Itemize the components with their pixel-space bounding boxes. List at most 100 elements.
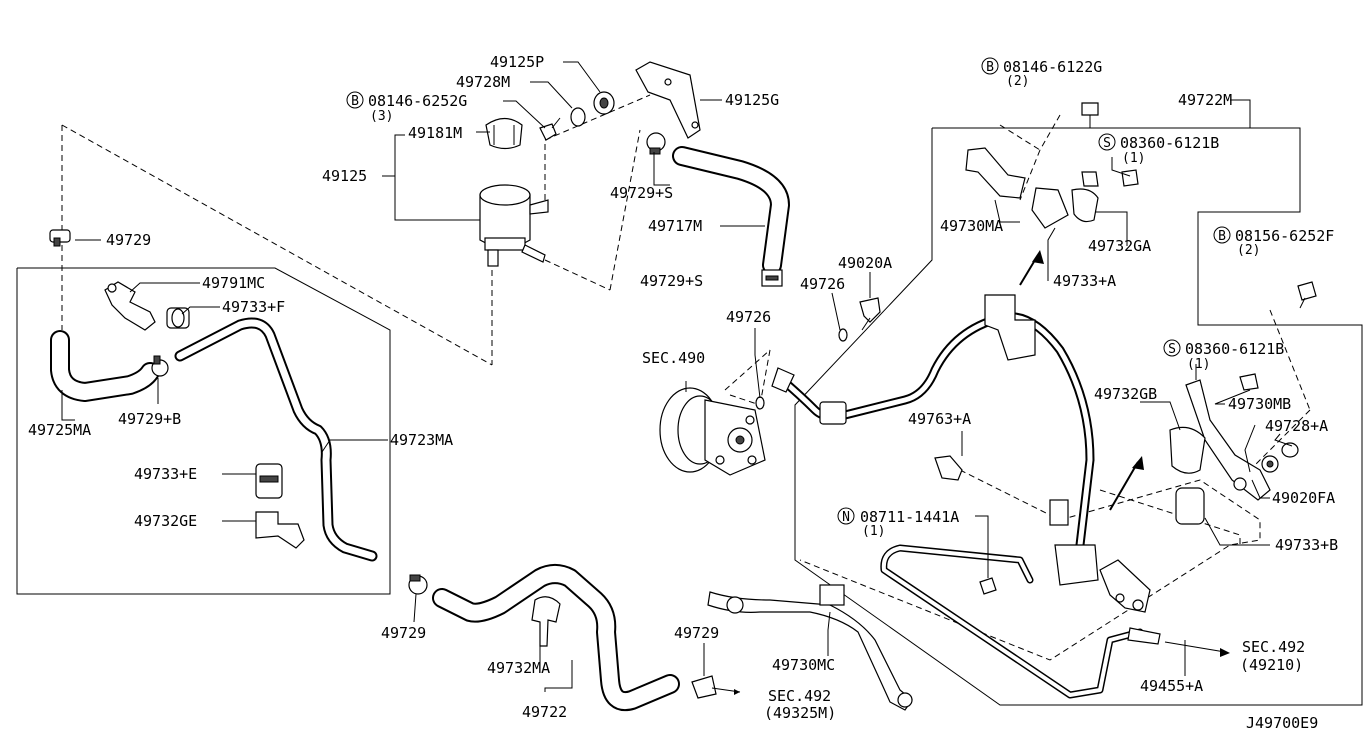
svg-text:B: B bbox=[986, 60, 994, 75]
label-49728M: 49728M bbox=[456, 73, 510, 91]
label-08360-6121B-lower: 08360-6121B bbox=[1185, 340, 1284, 358]
label-49730MA: 49730MA bbox=[940, 217, 1003, 235]
label-49455A: 49455+A bbox=[1140, 677, 1203, 695]
label-08360-6121B-upper-qty: (1) bbox=[1122, 151, 1145, 166]
tube-lower bbox=[880, 544, 1161, 699]
label-49729B: 49729+B bbox=[118, 410, 181, 428]
label-49728A: 49728+A bbox=[1265, 417, 1328, 435]
svg-text:N: N bbox=[842, 510, 850, 525]
clamp-49729-mid bbox=[408, 574, 428, 595]
label-49730MC: 49730MC bbox=[772, 656, 835, 674]
label-sec490: SEC.490 bbox=[642, 349, 705, 367]
grommet-49125P bbox=[593, 91, 615, 115]
clamp-49729-top bbox=[49, 229, 71, 247]
label-49733E: 49733+E bbox=[134, 465, 197, 483]
clip-49732GB bbox=[1169, 426, 1206, 474]
label-08360-6121B-lower-qty: (1) bbox=[1187, 357, 1210, 372]
label-49732GA: 49732GA bbox=[1088, 237, 1151, 255]
svg-text:S: S bbox=[1168, 342, 1176, 357]
label-08146-6122G: 08146-6122G bbox=[1003, 58, 1102, 76]
marker-s-08360-upper: S bbox=[1098, 133, 1116, 151]
arrow-up-lower bbox=[1109, 456, 1144, 511]
clamp-49729S-upper bbox=[646, 132, 666, 155]
label-49729-low: 49729 bbox=[674, 624, 719, 642]
bracket-49730MB bbox=[1185, 379, 1271, 501]
marker-n-08711: N bbox=[837, 507, 855, 525]
label-49729S-upper: 49729+S bbox=[610, 184, 673, 202]
pipe-49723MA bbox=[174, 317, 378, 562]
leader-lines bbox=[61, 61, 1293, 692]
label-sec492-left-ref: (49325M) bbox=[764, 704, 836, 722]
dashed-guides bbox=[61, 94, 1311, 661]
label-49732GB: 49732GB bbox=[1094, 385, 1157, 403]
label-sec492-left: SEC.492 bbox=[768, 687, 831, 705]
label-49733B: 49733+B bbox=[1275, 536, 1338, 554]
label-49125: 49125 bbox=[322, 167, 367, 185]
marker-s-08360-lower: S bbox=[1163, 339, 1181, 357]
label-49726-upper: 49726 bbox=[800, 275, 845, 293]
diagram-id: J49700E9 bbox=[1246, 714, 1318, 732]
marker-b-08146-6122G: B bbox=[981, 57, 999, 75]
label-08711-1441A: 08711-1441A bbox=[860, 508, 959, 526]
spacer-49728A bbox=[1281, 442, 1299, 458]
label-08146-6122G-qty: (2) bbox=[1006, 74, 1029, 89]
label-49181M: 49181M bbox=[408, 124, 462, 142]
label-08146-6252G: 08146-6252G bbox=[368, 92, 467, 110]
clamp-49729S-lower bbox=[761, 269, 783, 287]
label-49125P: 49125P bbox=[490, 53, 544, 71]
arrow-up-upper bbox=[1019, 250, 1044, 286]
bracket-49791MC bbox=[104, 281, 156, 331]
reservoir-49125 bbox=[479, 184, 549, 267]
label-49733A: 49733+A bbox=[1053, 272, 1116, 290]
arrow-sec492-right bbox=[1164, 641, 1230, 657]
clip-49732GE bbox=[255, 511, 305, 549]
label-sec492-right-ref: (49210) bbox=[1240, 656, 1303, 674]
hose-49717M bbox=[672, 146, 790, 275]
svg-text:S: S bbox=[1103, 136, 1111, 151]
clip-49732MA bbox=[531, 596, 561, 647]
label-49730MB: 49730MB bbox=[1228, 395, 1291, 413]
clamp-49729-low bbox=[691, 675, 741, 699]
bolt-08146-6252G bbox=[539, 117, 561, 141]
label-49729-top: 49729 bbox=[106, 231, 151, 249]
bolt-08146-6122G bbox=[1081, 102, 1099, 128]
label-49722M: 49722M bbox=[1178, 91, 1232, 109]
label-08146-6252G-qty: (3) bbox=[370, 109, 393, 124]
grommet-49733E bbox=[255, 463, 283, 499]
oring-49726 bbox=[755, 328, 848, 410]
sensor-49763A bbox=[934, 455, 963, 481]
hose-49725MA bbox=[50, 330, 160, 402]
bracket-49730MA bbox=[965, 147, 1026, 199]
label-49723MA: 49723MA bbox=[390, 431, 453, 449]
label-49020FA: 49020FA bbox=[1272, 489, 1335, 507]
clip-49732GA bbox=[1071, 171, 1099, 223]
label-49791MC: 49791MC bbox=[202, 274, 265, 292]
label-sec492-right: SEC.492 bbox=[1242, 638, 1305, 656]
label-49020A: 49020A bbox=[838, 254, 892, 272]
label-08360-6121B-upper: 08360-6121B bbox=[1120, 134, 1219, 152]
bolt-49020FA bbox=[1261, 455, 1279, 473]
label-49729S-lower: 49729+S bbox=[640, 272, 703, 290]
cap-49181M bbox=[485, 117, 523, 150]
pump-sec490 bbox=[659, 387, 766, 476]
label-08156-6252F: 08156-6252F bbox=[1235, 227, 1334, 245]
svg-text:B: B bbox=[1218, 229, 1226, 244]
hose-49722M bbox=[771, 294, 1099, 586]
label-49722: 49722 bbox=[522, 703, 567, 721]
bolt-08156-6252F bbox=[1297, 281, 1317, 309]
label-49729-mid: 49729 bbox=[381, 624, 426, 642]
grommet-49733A bbox=[1031, 187, 1069, 229]
label-49732MA: 49732MA bbox=[487, 659, 550, 677]
grommet-49733B bbox=[1175, 487, 1205, 525]
bracket-49730MC bbox=[707, 584, 913, 711]
right-group-box bbox=[794, 127, 1363, 706]
label-08711-1441A-qty: (1) bbox=[862, 524, 885, 539]
label-49726-lower: 49726 bbox=[726, 308, 771, 326]
label-49733F: 49733+F bbox=[222, 298, 285, 316]
screw-08360-6121B-upper bbox=[1121, 169, 1139, 187]
left-group-box bbox=[16, 267, 391, 595]
marker-b-08156-6252F: B bbox=[1213, 226, 1231, 244]
bolt-49020A bbox=[859, 297, 881, 331]
